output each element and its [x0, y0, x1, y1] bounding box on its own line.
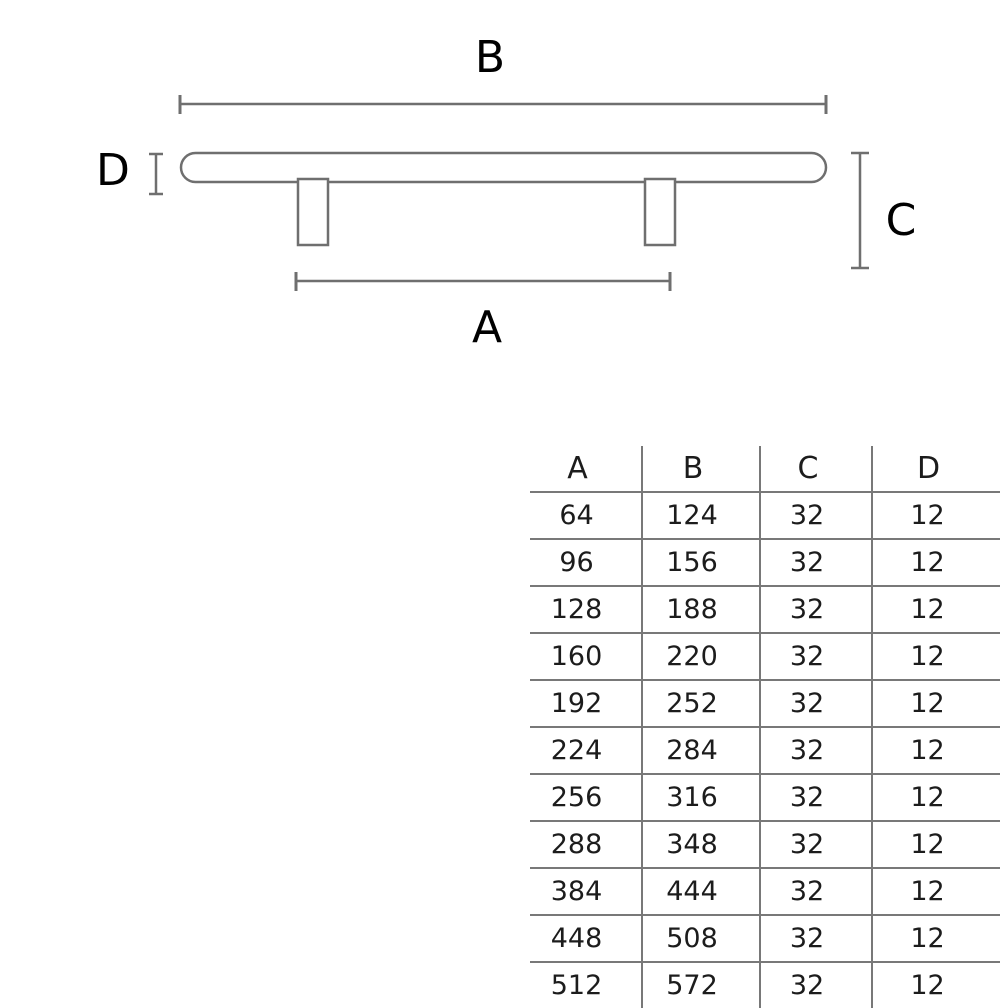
table-cell: 444	[642, 868, 761, 916]
table-header-d: D	[872, 446, 1000, 493]
table-cell: 32	[760, 492, 873, 540]
handle-post-left	[296, 177, 330, 247]
table-cell: 32	[760, 774, 873, 822]
table-cell: 12	[872, 586, 1000, 634]
table-cell: 12	[872, 492, 1000, 540]
table-cell: 32	[760, 915, 873, 963]
table-cell: 32	[760, 727, 873, 775]
drawing-label-d: D	[96, 145, 130, 196]
table-header-b: B	[642, 446, 761, 493]
table-cell: 512	[530, 962, 643, 1008]
table-cell: 220	[642, 633, 761, 681]
table-cell: 448	[530, 915, 643, 963]
dimension-line-a	[294, 272, 672, 291]
table-cell: 32	[760, 680, 873, 728]
table-cell: 96	[530, 539, 643, 587]
table-cell: 572	[642, 962, 761, 1008]
table-cell: 508	[642, 915, 761, 963]
table-cell: 12	[872, 633, 1000, 681]
table-header-row: A B C D	[530, 446, 1000, 493]
table-cell: 12	[872, 962, 1000, 1008]
table-cell: 32	[760, 539, 873, 587]
drawing-label-a: A	[472, 302, 502, 353]
table-cell: 12	[872, 680, 1000, 728]
table-cell: 32	[760, 868, 873, 916]
table-cell: 12	[872, 868, 1000, 916]
table-cell: 12	[872, 727, 1000, 775]
dimension-line-c	[851, 151, 869, 270]
table-cell: 348	[642, 821, 761, 869]
table-cell: 12	[872, 774, 1000, 822]
table-cell: 252	[642, 680, 761, 728]
table-header-c: C	[760, 446, 873, 493]
table-cell: 256	[530, 774, 643, 822]
table-cell: 12	[872, 915, 1000, 963]
table-cell: 160	[530, 633, 643, 681]
table-cell: 224	[530, 727, 643, 775]
table-cell: 32	[760, 821, 873, 869]
table-cell: 124	[642, 492, 761, 540]
table-cell: 12	[872, 821, 1000, 869]
table-cell: 32	[760, 962, 873, 1008]
technical-drawing: B A C D	[0, 0, 1000, 400]
handle-bar-body	[179, 151, 828, 184]
handle-post-right	[643, 177, 677, 247]
drawing-label-c: C	[886, 195, 917, 246]
table-cell: 284	[642, 727, 761, 775]
table-header-a: A	[530, 446, 643, 493]
table-cell: 32	[760, 633, 873, 681]
table-cell: 128	[530, 586, 643, 634]
dimension-line-b	[178, 95, 828, 114]
table-cell: 32	[760, 586, 873, 634]
table-cell: 288	[530, 821, 643, 869]
table-cell: 384	[530, 868, 643, 916]
table-cell: 156	[642, 539, 761, 587]
table-cell: 316	[642, 774, 761, 822]
table-cell: 188	[642, 586, 761, 634]
table-cell: 192	[530, 680, 643, 728]
table-cell: 12	[872, 539, 1000, 587]
drawing-label-b: B	[475, 32, 505, 83]
table-cell: 64	[530, 492, 643, 540]
dimension-line-d	[149, 152, 163, 196]
